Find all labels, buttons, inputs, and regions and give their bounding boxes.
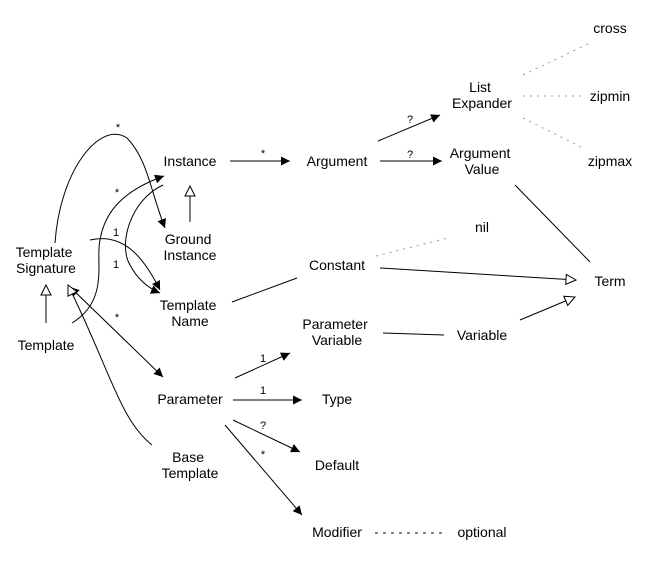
node-default: Default bbox=[315, 457, 359, 473]
node-term: Term bbox=[594, 273, 625, 289]
node-template: Template bbox=[18, 337, 75, 353]
mult-sig-ground: * bbox=[116, 122, 121, 134]
node-list-expander: List Expander bbox=[452, 79, 512, 111]
node-labels: Template Signature Template Instance Gro… bbox=[16, 20, 633, 540]
dotted-connectors bbox=[375, 41, 593, 257]
node-template-name: Template Name bbox=[160, 297, 221, 329]
edge-template-name-constant bbox=[231, 277, 298, 303]
mult-sig-name: 1 bbox=[113, 227, 119, 239]
node-optional: optional bbox=[457, 524, 506, 540]
node-parameter-variable: Parameter Variable bbox=[302, 316, 371, 348]
node-cross: cross bbox=[593, 20, 626, 36]
edge-parameter-modifier bbox=[224, 424, 303, 516]
edge-base-template-signature bbox=[68, 285, 153, 446]
node-variable: Variable bbox=[457, 327, 508, 343]
node-zipmax: zipmax bbox=[588, 153, 632, 169]
mult-argument-list-expander: ? bbox=[407, 114, 413, 126]
node-modifier: Modifier bbox=[312, 524, 362, 540]
node-parameter: Parameter bbox=[157, 391, 223, 407]
mult-instance-argument: * bbox=[261, 148, 266, 160]
edge-parameter-default bbox=[232, 419, 301, 453]
node-constant: Constant bbox=[309, 257, 365, 273]
node-argument-value: Argument Value bbox=[450, 145, 515, 177]
dotted-list-expander-cross bbox=[522, 41, 593, 76]
mult-parameter-variable: 1 bbox=[260, 353, 266, 365]
edge-argument-value-term bbox=[514, 184, 591, 263]
edge-variable-term bbox=[519, 297, 575, 321]
multiplicity-labels: * * 1 1 * * ? ? 1 1 ? * bbox=[113, 114, 413, 461]
edge-signature-parameter bbox=[69, 286, 164, 378]
edge-instance-template-name bbox=[124, 184, 164, 294]
mult-instance-name: 1 bbox=[113, 259, 119, 271]
mult-parameter-modifier: * bbox=[261, 449, 266, 461]
node-type: Type bbox=[322, 391, 353, 407]
mult-parameter-type: 1 bbox=[260, 385, 266, 397]
edge-constant-term bbox=[379, 267, 576, 280]
node-argument: Argument bbox=[307, 153, 368, 169]
mult-template-instance: * bbox=[115, 187, 120, 199]
mult-parameter-default: ? bbox=[260, 420, 266, 432]
edge-signature-template-name bbox=[89, 238, 161, 291]
node-ground-instance: Ground Instance bbox=[164, 231, 217, 263]
mult-sig-parameter: * bbox=[115, 312, 120, 324]
node-zipmin: zipmin bbox=[590, 88, 630, 104]
node-base-template: Base Template bbox=[162, 449, 219, 481]
node-template-signature: Template Signature bbox=[16, 244, 77, 276]
mult-argument-value: ? bbox=[407, 149, 413, 161]
node-instance: Instance bbox=[164, 153, 217, 169]
edge-argument-list-expander bbox=[377, 114, 441, 142]
node-nil: nil bbox=[475, 219, 489, 235]
edge-parameter-parameter-variable bbox=[234, 352, 291, 379]
edge-parameter-variable-variable bbox=[382, 332, 445, 336]
connectors bbox=[46, 114, 591, 516]
